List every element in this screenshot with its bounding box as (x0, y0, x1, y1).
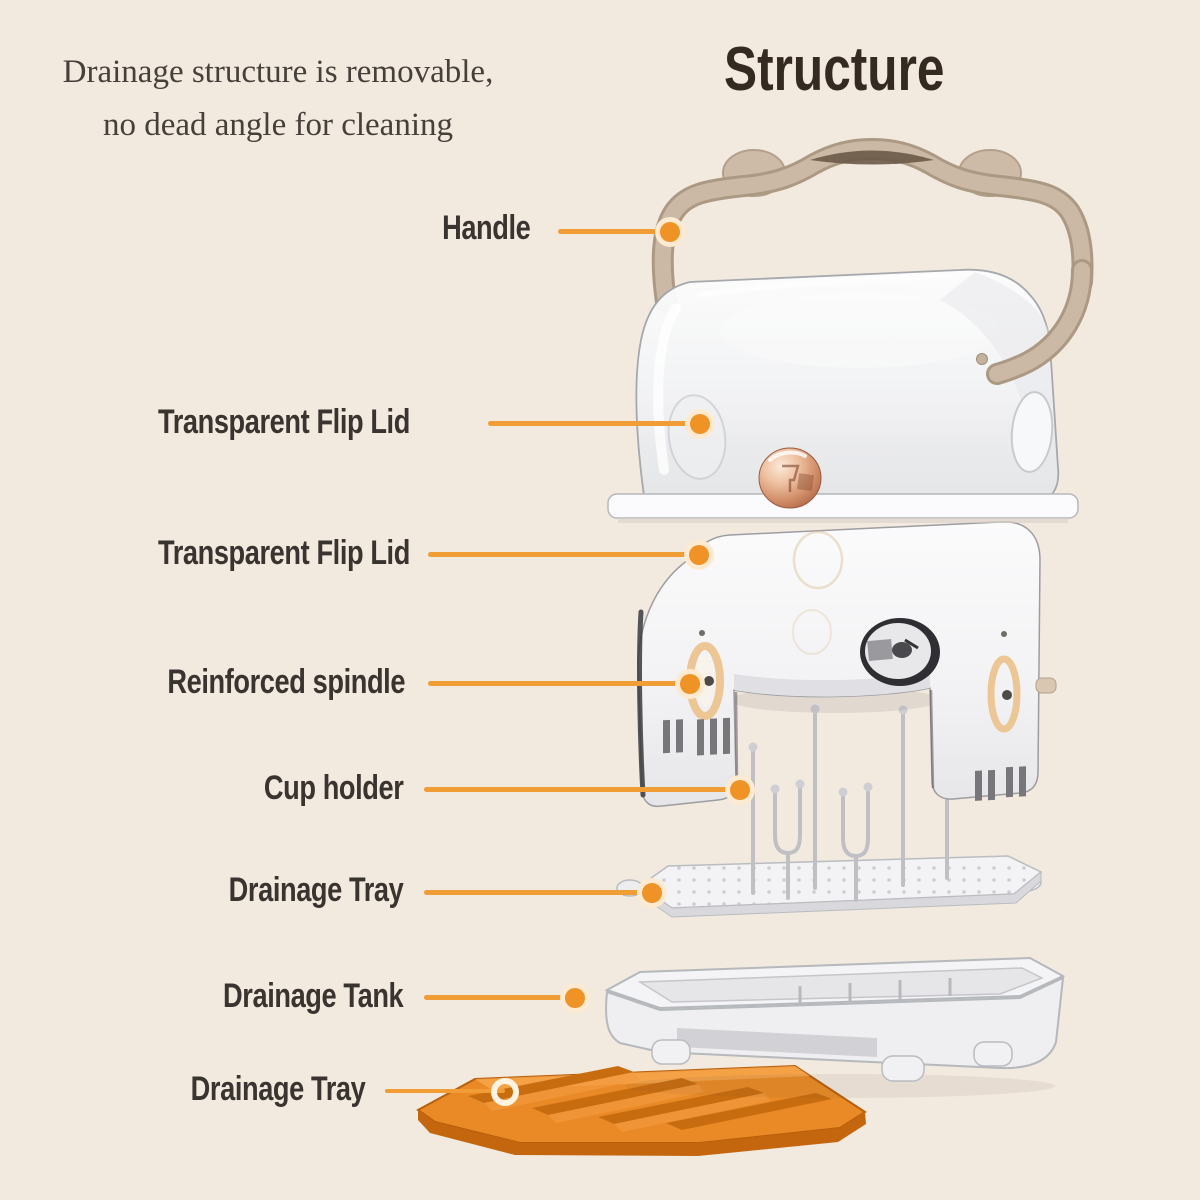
page-title: Structure (724, 35, 945, 104)
leader-dot-handle (655, 217, 685, 247)
leader-line-cup-holder (424, 787, 740, 792)
leader-dot-drainage-tank (560, 983, 590, 1013)
label-cup-holder: Cup holder (263, 769, 403, 807)
lid-knob (758, 447, 822, 509)
drainage-tank (604, 956, 1066, 1098)
leader-dot-cup-holder (725, 775, 755, 805)
label-drainage-tray-upper: Drainage Tray (228, 871, 403, 909)
handle (651, 137, 1094, 313)
leader-dot-drainage-tray-upper (637, 878, 667, 908)
vent-slots (663, 717, 1026, 801)
spindle-ring-right (987, 631, 1057, 733)
label-drainage-tray-bottom: Drainage Tray (190, 1070, 365, 1108)
leader-line-drainage-tray-bottom (385, 1089, 505, 1093)
intro-text: Drainage structure is removable, no dead… (38, 46, 518, 152)
leader-dot-reinforced-spindle (675, 669, 705, 699)
upper-drainage-tray (616, 855, 1043, 918)
intro-line-2: no dead angle for cleaning (102, 106, 453, 143)
label-drainage-tank: Drainage Tank (222, 977, 404, 1015)
leader-line-handle (558, 229, 670, 234)
intro-line-1: Drainage structure is removable, (62, 54, 494, 90)
leader-line-reinforced-spindle (428, 681, 690, 686)
top-flip-lid (607, 268, 1079, 523)
leader-line-front-flip-lid (428, 552, 699, 557)
label-reinforced-spindle: Reinforced spindle (167, 663, 405, 701)
leader-line-drainage-tray-upper (424, 890, 652, 895)
leader-dot-top-flip-lid (685, 409, 715, 439)
handle-right-strap (976, 259, 1093, 385)
handle-grip-slot (810, 150, 934, 165)
leader-line-drainage-tank (424, 995, 575, 1000)
label-front-flip-lid: Transparent Flip Lid (158, 534, 410, 572)
front-flip-lid-body (637, 521, 1057, 808)
leader-line-top-flip-lid (488, 421, 700, 426)
leader-dot-front-flip-lid (684, 540, 714, 570)
leader-ring-drainage-tray-bottom (491, 1078, 519, 1106)
handle-pivot-pin (976, 353, 988, 365)
latch-hole (860, 618, 940, 686)
lid-rim (607, 493, 1079, 519)
label-top-flip-lid: Transparent Flip Lid (158, 403, 410, 441)
label-handle: Handle (441, 209, 531, 247)
